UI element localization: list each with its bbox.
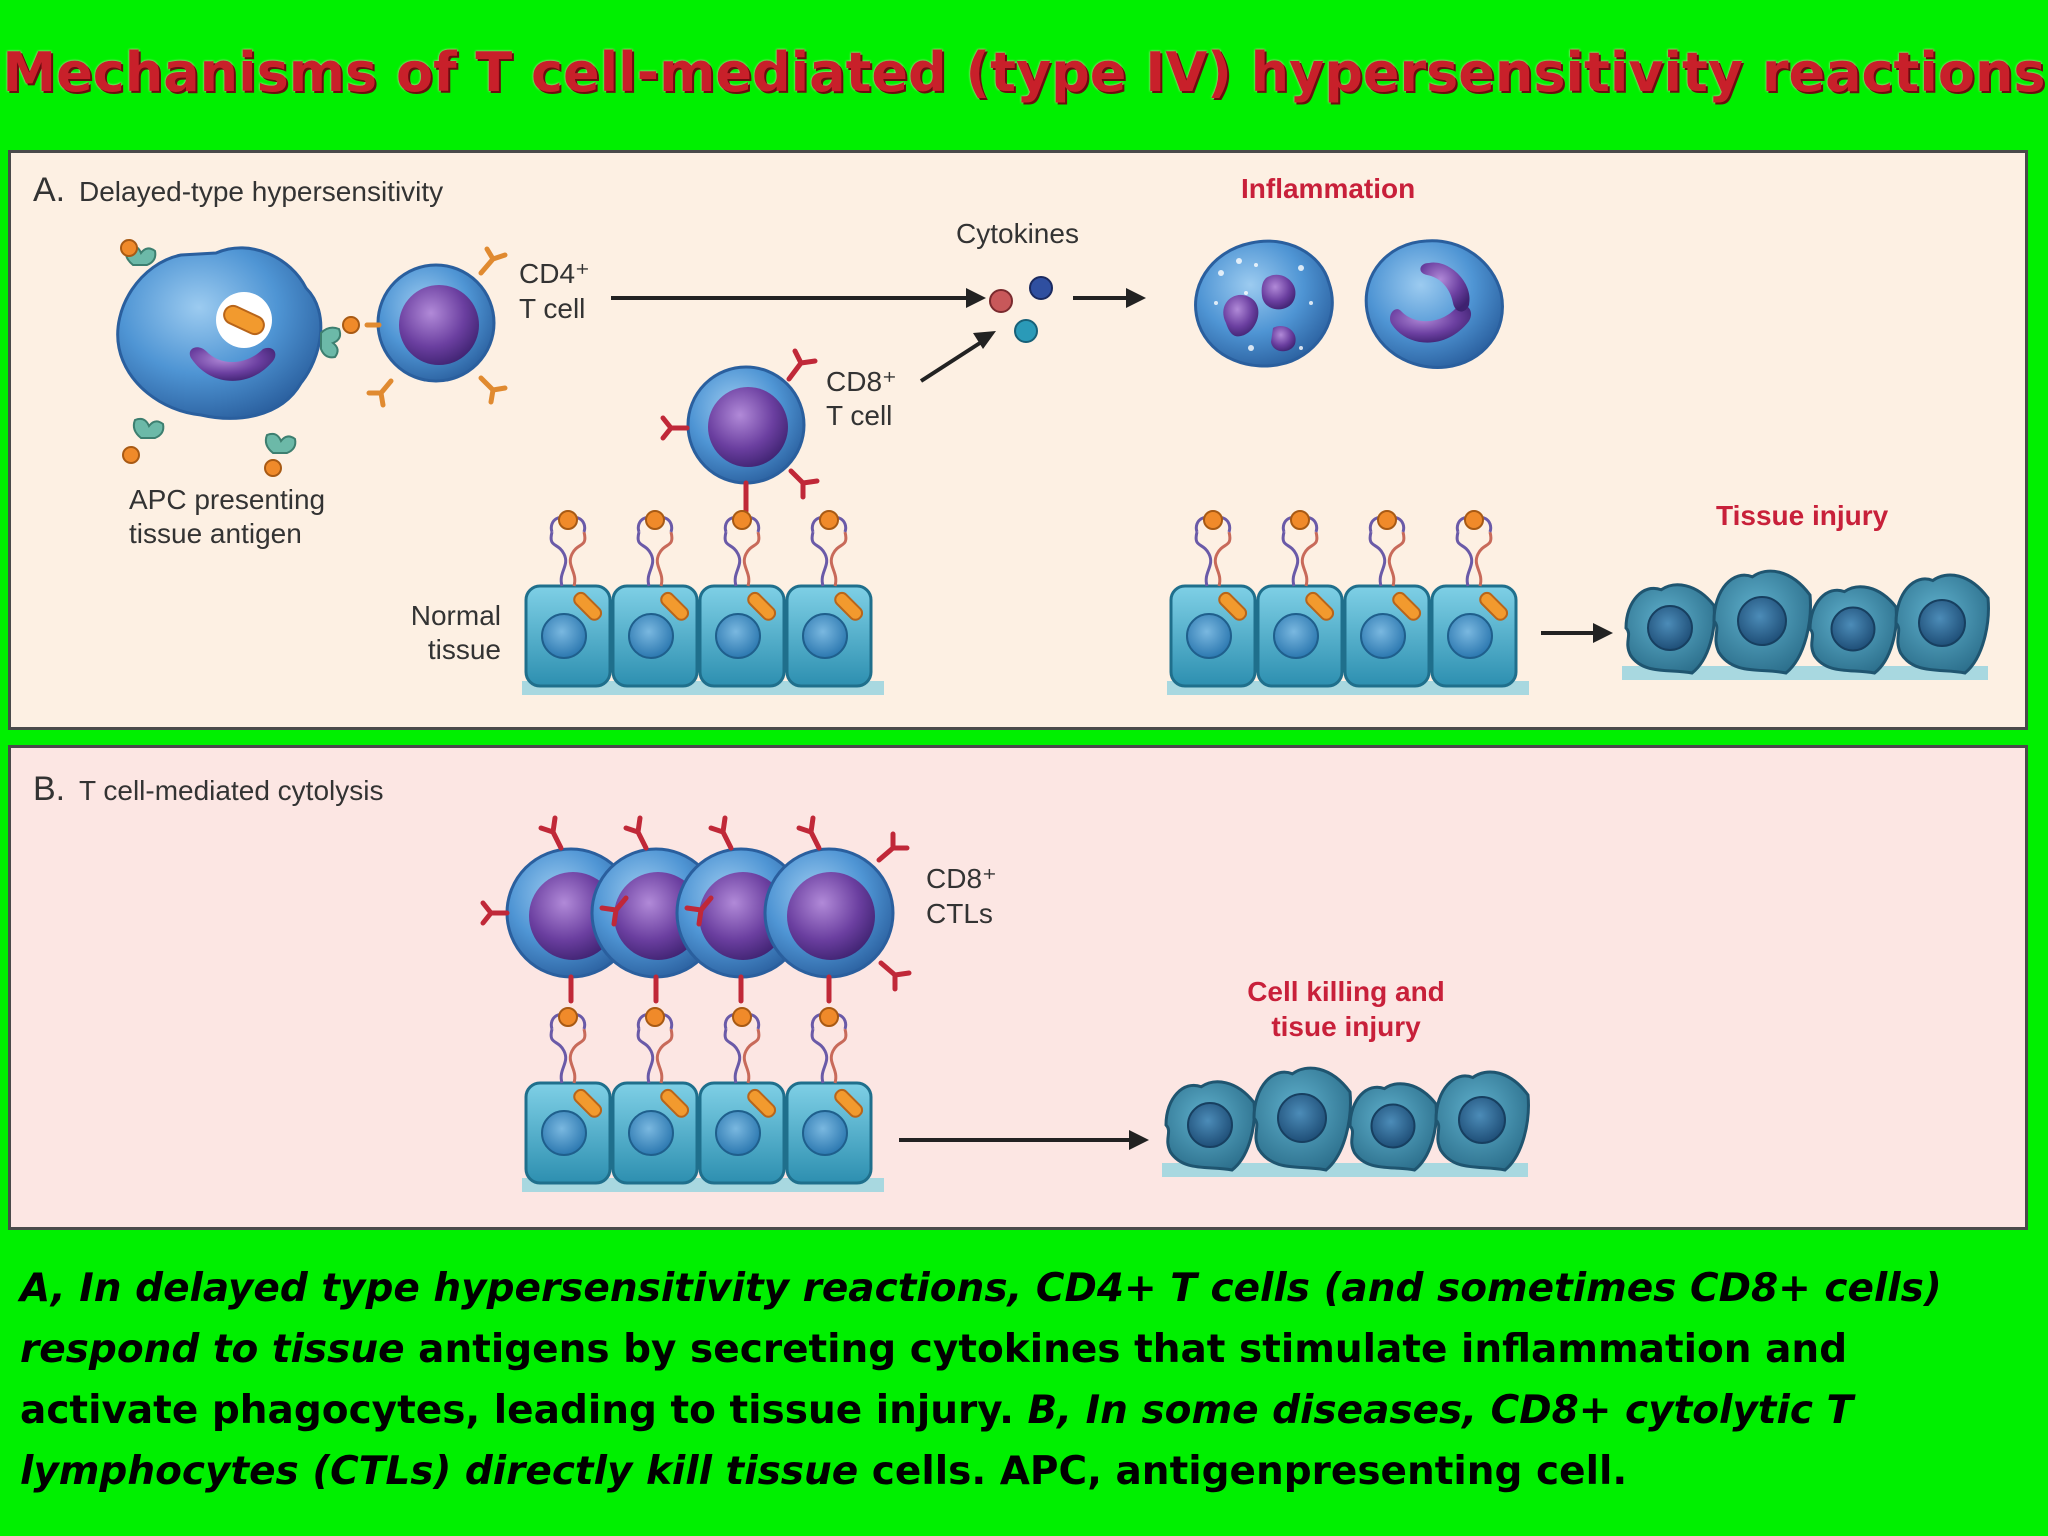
tissue-cell — [785, 1007, 873, 1185]
tissue-cell — [611, 1007, 699, 1185]
mhc-antigen-icon — [723, 510, 761, 587]
cd8-label-line2: T cell — [826, 400, 892, 431]
arrow-to-tissue-injury — [1541, 623, 1613, 643]
tissue-cell — [698, 510, 786, 688]
tcr-receptor-icon — [364, 246, 508, 408]
cell-killing-label-line1: Cell killing and — [1247, 976, 1445, 1007]
mhc-antigen-icon — [1455, 510, 1493, 587]
mhc-antigen-icon — [810, 1007, 848, 1084]
injured-cell — [1624, 583, 1716, 675]
inflammation-label: Inflammation — [1241, 173, 1415, 204]
caption-part-b: B, In some diseases, CD8+ cytolytic T ly… — [20, 1388, 1854, 1494]
panel-a-letter: A. — [33, 171, 65, 209]
cytokine-molecules-icon — [989, 276, 1053, 343]
tcr-receptor-icon — [480, 815, 574, 1004]
normal-tissue-cells — [522, 510, 884, 695]
tissue-cell — [524, 510, 612, 688]
injured-cell — [1348, 1082, 1438, 1172]
injured-cell — [1808, 585, 1898, 675]
tissue-injury-label: Tissue injury — [1716, 500, 1889, 531]
tissue-cell — [524, 1007, 612, 1185]
mhc-antigen-icon — [549, 510, 587, 587]
mhc-antigen-icon — [1368, 510, 1406, 587]
neutrophil-cell — [1194, 239, 1334, 368]
figure-caption: A, In delayed type hypersensitivity reac… — [20, 1258, 2030, 1502]
apc-cell — [116, 239, 360, 477]
tcr-receptor-icon — [684, 815, 744, 1004]
tissue-cell — [1169, 510, 1257, 688]
panel-b-letter: B. — [33, 770, 65, 808]
tissue-cell — [611, 510, 699, 688]
mhc-antigen-icon — [636, 1007, 674, 1084]
tissue-cell — [1256, 510, 1344, 688]
ctl-cell — [763, 815, 912, 1004]
normal-tissue-label-line1: Normal — [411, 600, 501, 631]
target-tissue-cells — [522, 1007, 884, 1192]
arrow-cd4-to-cytokines — [611, 288, 986, 308]
macrophage-cell — [1364, 239, 1504, 369]
tcr-receptor-icon — [599, 815, 659, 1004]
panel-b-heading: T cell-mediated cytolysis — [79, 775, 383, 806]
normal-tissue-label-line2: tissue — [428, 634, 501, 665]
tissue-cell — [785, 510, 873, 688]
tissue-cell — [698, 1007, 786, 1185]
caption-part-a-rest: antigens by secreting cytokines that sti… — [20, 1327, 1848, 1433]
caption-part-b-rest: cells. APC, antigenpresenting cell. — [858, 1449, 1628, 1494]
panel-delayed-type-hypersensitivity: A. Delayed-type hypersensitivity APC pre… — [8, 150, 2028, 730]
tissue-cell — [1430, 510, 1518, 688]
panel-b-diagram: B. T cell-mediated cytolysis CD8⁺ CTLs C… — [33, 770, 1530, 1192]
cell-killing-label-line2: tisue injury — [1271, 1011, 1421, 1042]
panel-a-diagram: A. Delayed-type hypersensitivity APC pre… — [33, 171, 1990, 695]
mhc-antigen-icon — [810, 510, 848, 587]
mhc-antigen-icon — [1194, 510, 1232, 587]
arrow-to-cell-killing — [899, 1130, 1149, 1150]
tcr-receptor-icon — [796, 815, 912, 1004]
antigen-presenting-tissue-cells — [1167, 510, 1529, 695]
slide-title: Mechanisms of T cell-mediated (type IV) … — [0, 0, 2048, 145]
injured-cell — [1252, 1066, 1352, 1172]
killed-tissue-cells — [1162, 1066, 1530, 1177]
cytokines-label: Cytokines — [956, 218, 1079, 249]
injured-cell — [1894, 573, 1990, 675]
injured-cell — [1712, 569, 1812, 675]
mhc-antigen-icon — [636, 510, 674, 587]
apc-label-line1: APC presenting — [129, 484, 325, 515]
slide-title-text: Mechanisms of T cell-mediated (type IV) … — [2, 41, 2046, 104]
mhc-antigen-icon — [549, 1007, 587, 1084]
panel-t-cell-mediated-cytolysis: B. T cell-mediated cytolysis CD8⁺ CTLs C… — [8, 745, 2028, 1230]
caption-part-a: A, In delayed type hypersensitivity reac… — [20, 1266, 1942, 1372]
cd4-label-line1: CD4⁺ — [519, 258, 590, 289]
mhc-antigen-icon — [723, 1007, 761, 1084]
cd8-ctl-cells — [480, 815, 912, 1004]
arrow-cytokines-to-inflammation — [1073, 288, 1146, 308]
cd4-label-line2: T cell — [519, 293, 585, 324]
tissue-cell — [1343, 510, 1431, 688]
ctl-label-line1: CD8⁺ — [926, 863, 997, 894]
panel-a-heading: Delayed-type hypersensitivity — [79, 176, 443, 207]
cd8-t-cell — [660, 348, 820, 514]
tcr-receptor-icon — [660, 348, 820, 514]
arrow-cd8-to-cytokines — [919, 331, 996, 383]
ctl-label-line2: CTLs — [926, 898, 993, 929]
injured-cell — [1164, 1080, 1256, 1172]
cd4-t-cell — [364, 246, 508, 408]
injured-cell — [1434, 1070, 1530, 1172]
injured-tissue-cells — [1622, 569, 1990, 680]
apc-label-line2: tissue antigen — [129, 518, 302, 549]
cd8-label-line1: CD8⁺ — [826, 366, 897, 397]
mhc-antigen-icon — [1281, 510, 1319, 587]
